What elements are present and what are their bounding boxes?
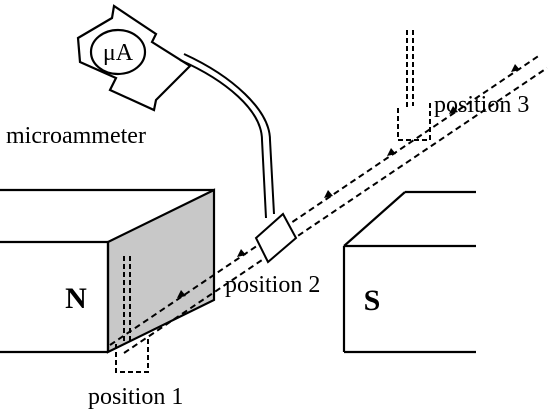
coil-position-3 [397,30,431,141]
south-magnet [342,190,476,354]
path-arrows [177,64,520,298]
coil-position-2 [254,212,298,264]
north-magnet [0,188,216,354]
south-pole-label: S [364,284,381,317]
meter-symbol: μA [103,40,134,66]
coil-path [109,54,548,354]
position-2-label: position 2 [225,272,320,298]
microammeter: μA [76,4,192,112]
position-3-label: position 3 [434,92,529,118]
coil-position-1 [115,256,149,373]
position-1-label: position 1 [88,384,183,410]
north-pole-label: N [65,282,87,315]
microammeter-label: microammeter [6,123,146,149]
meter-leads [179,53,275,219]
meter-dial [89,28,147,76]
